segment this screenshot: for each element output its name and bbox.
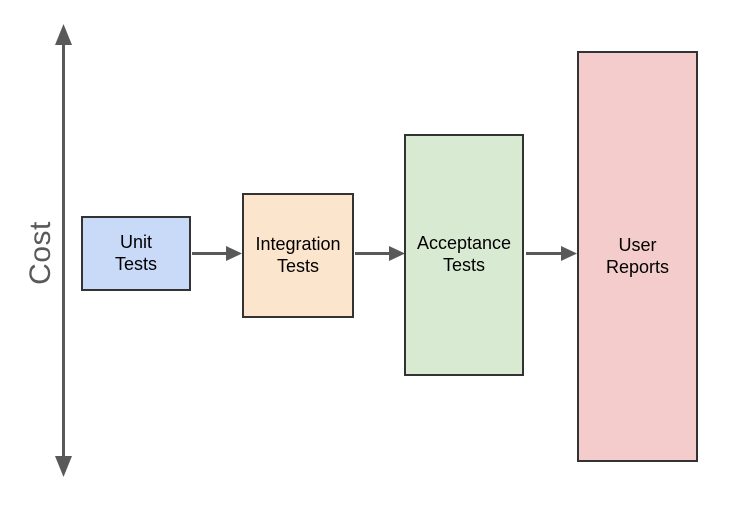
arrowhead-down-icon	[55, 456, 72, 477]
arrowhead-up-icon	[55, 24, 72, 45]
node-acceptance-tests: Acceptance Tests	[404, 134, 524, 376]
node-label-line: Tests	[114, 253, 157, 274]
connector-integration-to-acceptance	[355, 246, 405, 261]
cost-axis-label: Cost	[24, 221, 57, 285]
node-label-line: Tests	[442, 255, 485, 275]
cost-axis-arrow	[55, 24, 72, 477]
node-label-line: Tests	[276, 255, 319, 276]
node-integration-tests: Integration Tests	[242, 193, 354, 318]
node-user-reports: User Reports	[577, 51, 698, 462]
connector-unit-to-integration	[192, 246, 242, 261]
node-label-line: Unit	[119, 231, 152, 252]
node-label-line: Acceptance	[416, 233, 512, 254]
arrowhead-right-icon	[389, 246, 405, 261]
arrowhead-right-icon	[226, 246, 242, 261]
node-label-line: Integration	[255, 233, 341, 254]
arrowhead-right-icon	[561, 246, 577, 261]
connector-acceptance-to-user-reports	[526, 246, 577, 261]
node-unit-tests: Unit Tests	[81, 216, 191, 291]
node-label-line: User	[618, 234, 657, 255]
node-label-line: Reports	[605, 256, 670, 277]
